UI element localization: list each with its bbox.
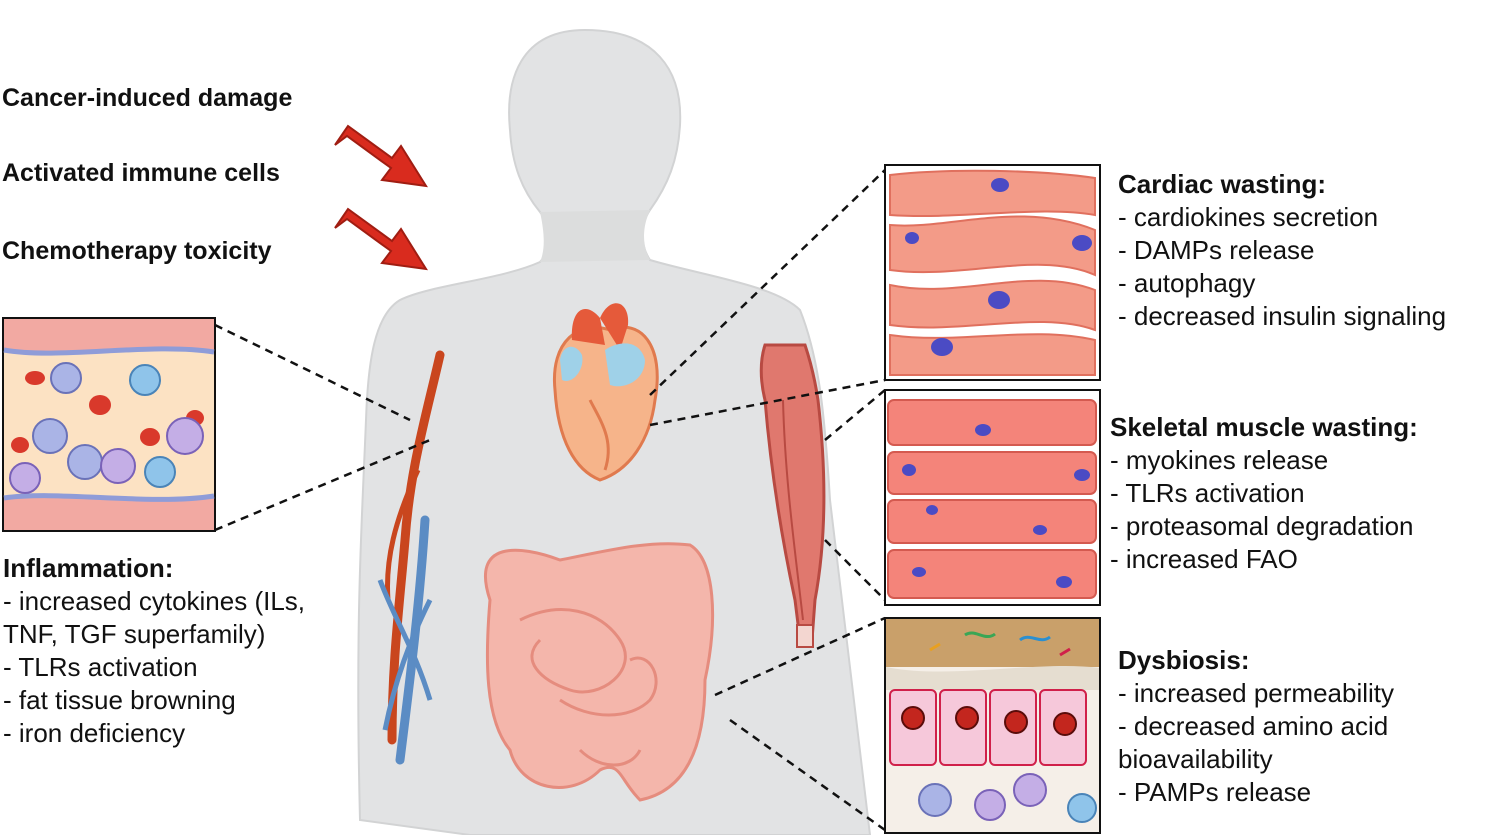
dysbiosis-item: - PAMPs release [1118, 777, 1312, 807]
cause-label-cancer-damage: Cancer-induced damage [2, 84, 293, 112]
inflammation-item: - iron deficiency [3, 718, 186, 748]
dysbiosis-item: - decreased amino acid [1118, 711, 1389, 741]
arrow-cancer-damage [334, 124, 428, 188]
inflammation-item: - TLRs activation [3, 652, 198, 682]
cause-label-chemotherapy: Chemotherapy toxicity [2, 237, 272, 265]
dysbiosis-item: - increased permeability [1118, 678, 1395, 708]
skeletal-item: - increased FAO [1110, 544, 1298, 574]
inflammation-item: - fat tissue browning [3, 685, 236, 715]
inflammation-item: TNF, TGF superfamily) [3, 619, 266, 649]
cardiac-item: - autophagy [1118, 268, 1256, 298]
cardiac-item: - decreased insulin signaling [1118, 301, 1447, 331]
dysbiosis-item: bioavailability [1118, 744, 1273, 774]
arm-muscle [759, 343, 826, 648]
skeletal-item: - myokines release [1110, 445, 1329, 475]
dysbiosis-text: Dysbiosis: - increased permeability - de… [1118, 644, 1394, 809]
inflammation-text: Inflammation: - increased cytokines (ILs… [3, 552, 305, 750]
cardiac-title: Cardiac wasting: [1118, 169, 1327, 199]
arm-vessels [377, 350, 445, 765]
cardiac-item: - DAMPs release [1118, 235, 1315, 265]
skeletal-text: Skeletal muscle wasting: - myokines rele… [1110, 411, 1418, 576]
connector-lines [214, 169, 886, 832]
cardiac-text: Cardiac wasting: - cardiokines secretion… [1118, 168, 1446, 333]
inflammation-inset [2, 317, 216, 532]
heart-organ [552, 303, 659, 482]
cardiac-inset [884, 164, 1101, 381]
arrow-chemotherapy [334, 207, 428, 271]
skeletal-title: Skeletal muscle wasting: [1110, 412, 1418, 442]
cause-label-immune-cells: Activated immune cells [2, 159, 280, 187]
skeletal-item: - proteasomal degradation [1110, 511, 1414, 541]
inflammation-title: Inflammation: [3, 553, 174, 583]
dysbiosis-inset [884, 617, 1101, 834]
skeletal-muscle-inset [884, 389, 1101, 606]
intestine-organ [483, 542, 715, 802]
dysbiosis-title: Dysbiosis: [1118, 645, 1250, 675]
cardiac-item: - cardiokines secretion [1118, 202, 1379, 232]
inflammation-item: - increased cytokines (ILs, [3, 586, 306, 616]
skeletal-item: - TLRs activation [1110, 478, 1305, 508]
